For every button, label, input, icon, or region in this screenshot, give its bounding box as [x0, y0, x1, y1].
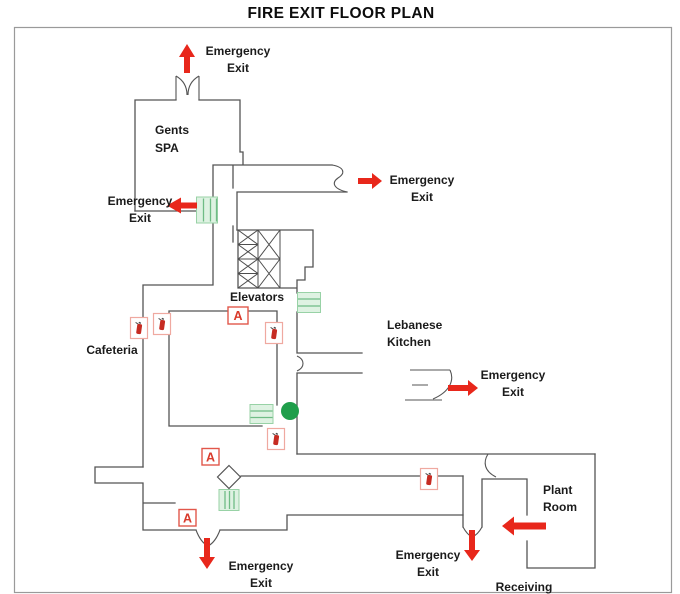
door-plant-corridor [484, 453, 497, 478]
door-upper-right [331, 164, 348, 193]
arrow-right-mid-icon [448, 380, 478, 396]
a-marker-badge: A [178, 508, 197, 527]
exit-label-upper-right-line2: Exit [411, 190, 433, 204]
door-top-double [175, 75, 200, 100]
wall-inner-room [168, 310, 278, 427]
wall-gents-spa-room [134, 99, 333, 212]
exit-labels: Emergency Exit Emergency Exit Emergency … [108, 44, 546, 590]
arrow-left-plant-icon [502, 516, 546, 536]
exit-label-left-line1: Emergency [108, 194, 173, 208]
arrow-up-icon [179, 44, 195, 73]
a-marker-letter: A [233, 309, 242, 323]
door-kitchen [296, 355, 304, 372]
exit-label-top-line1: Emergency [206, 44, 271, 58]
arrow-down-right-icon [464, 530, 480, 561]
fire-extinguisher-icon [419, 467, 439, 491]
a-marker-letter: A [183, 512, 192, 526]
elevator-shafts-icon [237, 229, 281, 289]
a-markers: A A A [178, 306, 249, 527]
exit-label-mid-right-line1: Emergency [481, 368, 546, 382]
stairs-elevator-icon [297, 292, 321, 313]
exit-label-left-line2: Exit [129, 211, 151, 225]
fire-extinguishers [129, 312, 439, 491]
wall-left-exit [134, 165, 234, 243]
wall-elevator-block [236, 229, 314, 294]
wall-plant-receiving [462, 453, 596, 569]
exit-label-upper-right-line1: Emergency [390, 173, 455, 187]
stairs-left-exit-icon [196, 196, 218, 224]
room-label-plant-room-line2: Room [543, 500, 577, 514]
room-label-gents-spa-line2: SPA [155, 141, 179, 155]
plan-border [13, 26, 673, 594]
exit-label-bottom-left-line1: Emergency [229, 559, 294, 573]
stairs-bottom-icon [218, 489, 240, 511]
wall-left-vestibule [142, 222, 214, 468]
room-label-lebanese-kitchen-line1: Lebanese [387, 318, 443, 332]
exit-label-bottom-right-line2: Exit [417, 565, 439, 579]
assembly-point-icon [281, 402, 299, 420]
arrow-right-upper-icon [358, 173, 382, 189]
wall-bottom-left [94, 466, 464, 531]
a-marker-badge: A [227, 306, 249, 325]
a-marker-letter: A [206, 451, 215, 465]
room-labels: Gents SPA Elevators Cafeteria Lebanese K… [86, 123, 577, 594]
exit-label-bottom-left-line2: Exit [250, 576, 272, 590]
a-marker-badge: A [201, 447, 220, 466]
room-label-gents-spa-line1: Gents [155, 123, 189, 137]
wall-upper-corridor [236, 191, 348, 231]
wall-bottom-corridor [240, 453, 596, 477]
exit-label-mid-right-line2: Exit [502, 385, 524, 399]
wall-kitchen-entry [296, 311, 363, 455]
fire-extinguisher-icon [266, 427, 286, 451]
door-mid-right-exit [405, 369, 453, 401]
exit-label-bottom-right-line1: Emergency [396, 548, 461, 562]
exit-arrows [167, 44, 546, 569]
walls [94, 99, 596, 569]
arrow-left-icon [167, 197, 197, 214]
fire-extinguisher-icon [129, 316, 149, 340]
fire-extinguisher-icon [264, 321, 284, 345]
room-label-lebanese-kitchen-line2: Kitchen [387, 335, 431, 349]
stairs-inner-room-icon [249, 404, 274, 424]
arrow-down-left-icon [199, 538, 215, 569]
room-label-elevators: Elevators [230, 290, 284, 304]
room-label-cafeteria: Cafeteria [86, 343, 138, 357]
room-label-receiving: Receiving [496, 580, 553, 594]
column-diamond-icon [216, 464, 242, 490]
fire-extinguisher-icon [152, 312, 172, 336]
exit-label-top-line2: Exit [227, 61, 249, 75]
room-label-plant-room-line1: Plant [543, 483, 572, 497]
page-title: FIRE EXIT FLOOR PLAN [247, 5, 434, 22]
